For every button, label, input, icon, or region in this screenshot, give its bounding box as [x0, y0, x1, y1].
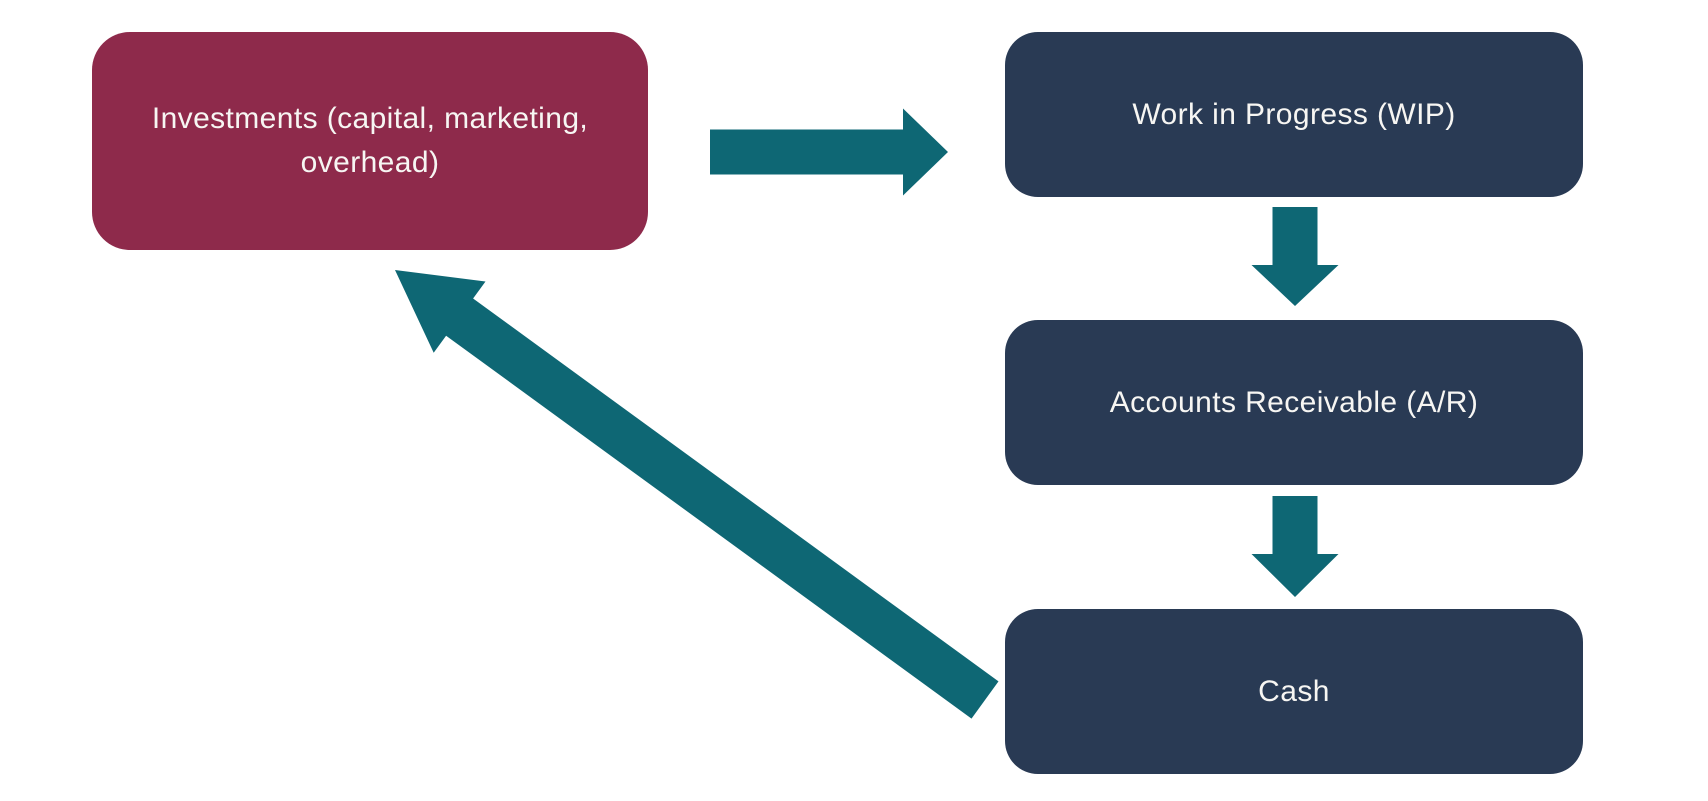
- arrow-investments-to-wip: [710, 108, 948, 196]
- node-work-in-progress-label: Work in Progress (WIP): [1132, 97, 1456, 131]
- node-investments: Investments (capital, marketing, overhea…: [92, 32, 648, 250]
- arrow-wip-to-accounts-receivable: [1251, 207, 1339, 306]
- node-cash-label: Cash: [1258, 674, 1330, 708]
- arrow-cash-to-investments: [395, 270, 999, 719]
- node-investments-label: Investments (capital, marketing, overhea…: [151, 102, 589, 179]
- node-work-in-progress: Work in Progress (WIP): [1005, 32, 1583, 197]
- node-cash: Cash: [1005, 609, 1583, 774]
- arrow-accounts-receivable-to-cash: [1251, 496, 1339, 597]
- node-accounts-receivable: Accounts Receivable (A/R): [1005, 320, 1583, 485]
- node-accounts-receivable-label: Accounts Receivable (A/R): [1109, 385, 1479, 419]
